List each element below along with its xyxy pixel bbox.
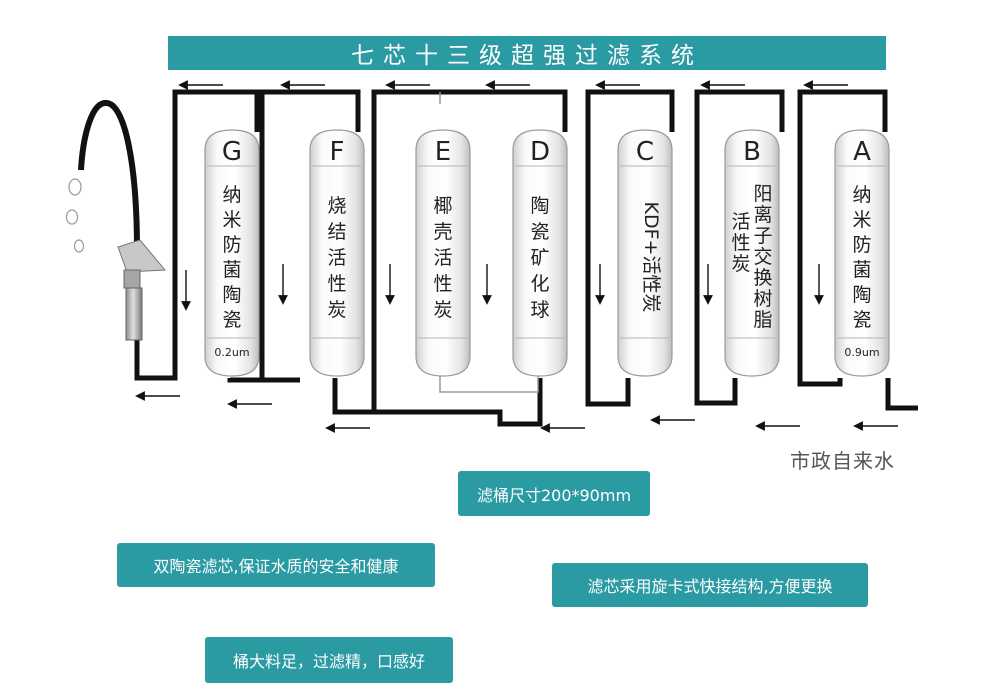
cartridge-name-char: 壳 <box>433 221 452 243</box>
faucet-joint <box>123 269 141 289</box>
cartridge-name-char: 性 <box>433 273 452 295</box>
cartridge-name-char: 陶 <box>530 195 549 217</box>
feature-twist-lock: 滤芯采用旋卡式快接结构,方便更换 <box>552 563 868 607</box>
bridge-line <box>439 92 539 393</box>
cartridge-name-char: 纳 <box>852 184 871 206</box>
cartridge-letter: G <box>222 137 242 167</box>
cartridge-name-char: 结 <box>327 221 346 243</box>
feature-large-capacity: 桶大料足，过滤精，口感好 <box>205 637 453 683</box>
cartridge-spec: 0.9um <box>844 346 879 359</box>
cartridge-name-char: 换 <box>753 267 772 289</box>
cartridge-name-char: 矿 <box>530 247 549 269</box>
cartridge-name-char: 瓷 <box>222 309 241 331</box>
cartridge-letter: A <box>853 137 871 167</box>
cartridge-letter: D <box>530 137 550 167</box>
cartridge-letter: F <box>330 137 345 167</box>
feature-filter-size-text: 滤桶尺寸200*90mm <box>476 485 632 505</box>
pipe-segment <box>885 378 918 411</box>
pipe-segment <box>134 89 260 381</box>
cartridge-c: C KDF+活性炭 <box>617 129 673 377</box>
cartridge-name-char: 性 <box>327 273 346 295</box>
cartridge-body <box>309 129 365 377</box>
cartridge-spec: 0.2um <box>214 346 249 359</box>
cartridge-name-char: 子 <box>753 225 772 247</box>
cartridge-letter: B <box>743 137 761 167</box>
pipe-segment <box>332 378 374 415</box>
cartridge-name-char: 防 <box>852 234 871 256</box>
cartridge-name-char: 陶 <box>222 284 241 306</box>
pipe-segment <box>585 89 675 407</box>
title-text: 七芯十三级超强过滤系统 <box>351 43 703 69</box>
cartridge-name-char: 活 <box>731 211 750 233</box>
pipe-segment <box>694 89 785 406</box>
feature-twist-lock-text: 滤芯采用旋卡式快接结构,方便更换 <box>587 577 833 596</box>
cartridge-name-char: 阳 <box>753 183 772 205</box>
cartridge-name-char: 脂 <box>753 309 772 331</box>
cartridge-name-char: 炭 <box>433 299 452 321</box>
water-drop-icon <box>73 239 85 253</box>
cartridge-name-char: 烧 <box>327 195 346 217</box>
cartridge-name-char: 瓷 <box>530 221 549 243</box>
cartridge-name-char: 米 <box>222 209 241 231</box>
feature-double-ceramic: 双陶瓷滤芯,保证水质的安全和健康 <box>117 543 435 587</box>
cartridge-name-char: 炭 <box>731 253 750 275</box>
cartridge-name-char: 离 <box>753 204 772 226</box>
cartridge-name-char: 米 <box>852 209 871 231</box>
cartridge-body <box>512 129 568 377</box>
cartridge-name-char: 树 <box>753 288 772 310</box>
cartridge-name-char: 菌 <box>222 259 241 281</box>
flow-arrows <box>135 80 898 433</box>
cartridge-name-char: 瓷 <box>852 309 871 331</box>
cartridge-name-char: 椰 <box>433 195 452 217</box>
cartridge-body <box>415 129 471 377</box>
cartridge-body <box>724 129 780 377</box>
pipe-segment <box>797 89 888 387</box>
cartridge-name-char: 性 <box>731 232 750 254</box>
cartridge-name: KDF+活性炭 <box>640 202 662 313</box>
cartridge-name-char: 球 <box>530 299 549 321</box>
faucet-hose <box>78 100 140 251</box>
title-banner: 七芯十三级超强过滤系统 <box>168 36 886 70</box>
water-drop-icon <box>68 178 82 196</box>
cartridge-name-char: 炭 <box>327 299 346 321</box>
cartridge-body <box>834 129 890 377</box>
cartridge-body <box>617 129 673 377</box>
faucet-spout <box>125 287 143 341</box>
faucet <box>65 100 167 341</box>
water-source-label: 市政自来水 <box>790 449 895 470</box>
cartridge-body <box>204 129 260 377</box>
cartridge-letter: C <box>636 137 654 167</box>
water-drop-icon <box>65 209 79 225</box>
cartridge-name-char: 陶 <box>852 284 871 306</box>
cartridge-name-char: 化 <box>530 273 549 295</box>
cartridge-name-char: 菌 <box>852 259 871 281</box>
filtration-diagram: G纳米防菌陶瓷0.2umF烧结活性炭E椰壳活性炭D陶瓷矿化球CKDF+活性炭B阳… <box>65 80 918 470</box>
feature-large-capacity-text: 桶大料足，过滤精，口感好 <box>232 652 425 671</box>
feature-double-ceramic-text: 双陶瓷滤芯,保证水质的安全和健康 <box>153 557 399 576</box>
cartridge-row: G纳米防菌陶瓷0.2umF烧结活性炭E椰壳活性炭D陶瓷矿化球CKDF+活性炭B阳… <box>204 129 890 377</box>
pipe-segment <box>227 377 262 383</box>
pipe-segment <box>371 89 568 427</box>
pipe-segment <box>259 89 361 383</box>
cartridge-name-char: 活 <box>433 247 452 269</box>
top-connectors <box>439 92 539 393</box>
pipe-network <box>134 89 918 427</box>
cartridge-name-char: 交 <box>753 246 772 268</box>
cartridge-name-char: 防 <box>222 234 241 256</box>
feature-filter-size: 滤桶尺寸200*90mm <box>458 471 650 516</box>
faucet-handle <box>117 239 167 273</box>
cartridge-name-char: 活 <box>327 247 346 269</box>
cartridge-letter: E <box>435 137 451 167</box>
cartridge-name-char: 纳 <box>222 184 241 206</box>
